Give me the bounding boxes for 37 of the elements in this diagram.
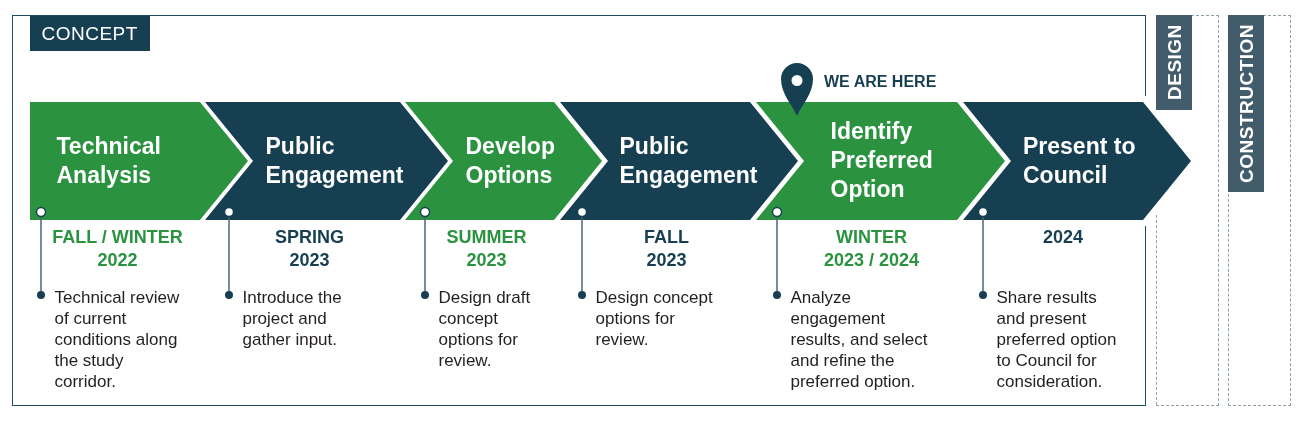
step-date: 2024	[1041, 226, 1084, 249]
step-title: Technical Analysis	[56, 131, 162, 190]
chevron-step	[559, 101, 798, 220]
chevron-step	[755, 101, 1005, 220]
leader-line	[419, 206, 431, 300]
phase-column	[1228, 15, 1291, 406]
step-description: Design draft concept options for review.	[416, 286, 534, 371]
step-title: Present to Council	[1023, 132, 1137, 190]
step-date: SUMMER 2023	[445, 225, 528, 272]
step-title: Public Engagement	[265, 131, 405, 190]
leader-line	[223, 206, 235, 300]
step-description: Share results and present preferred option to Council for consideration.	[974, 286, 1121, 392]
phase-heading: CONCEPT	[29, 16, 150, 51]
chevron-step	[963, 102, 1191, 220]
step-date: FALL / WINTER 2022	[51, 225, 184, 272]
leader-line	[576, 206, 588, 300]
step-description: Analyze engagement results, and select and refine the preferred option.	[768, 286, 932, 392]
step-description: Introduce the project and gather input.	[220, 286, 346, 350]
leader-line	[35, 206, 47, 300]
step-date: WINTER 2023 / 2024	[822, 225, 921, 272]
step-title: Identify Preferred Option	[830, 117, 934, 204]
step-date: SPRING 2023	[274, 225, 345, 272]
leader-line	[977, 206, 989, 300]
step-date: FALL 2023	[643, 225, 690, 272]
step-description: Design concept options for review.	[573, 286, 717, 350]
phase-heading: DESIGN	[1156, 14, 1192, 110]
step-title: Develop Options	[465, 131, 556, 190]
location-label: WE ARE HERE	[824, 72, 937, 92]
phase-column	[1156, 15, 1219, 406]
step-description: Technical review of current conditions along the study corridor.	[32, 286, 185, 392]
chevron-step	[29, 101, 248, 220]
chevron-step	[204, 101, 448, 220]
leader-line	[771, 206, 783, 300]
phase-heading: CONSTRUCTION	[1227, 14, 1264, 192]
phase-panel	[12, 15, 1146, 406]
step-title: Public Engagement	[619, 131, 759, 190]
chevron-step	[404, 101, 602, 220]
